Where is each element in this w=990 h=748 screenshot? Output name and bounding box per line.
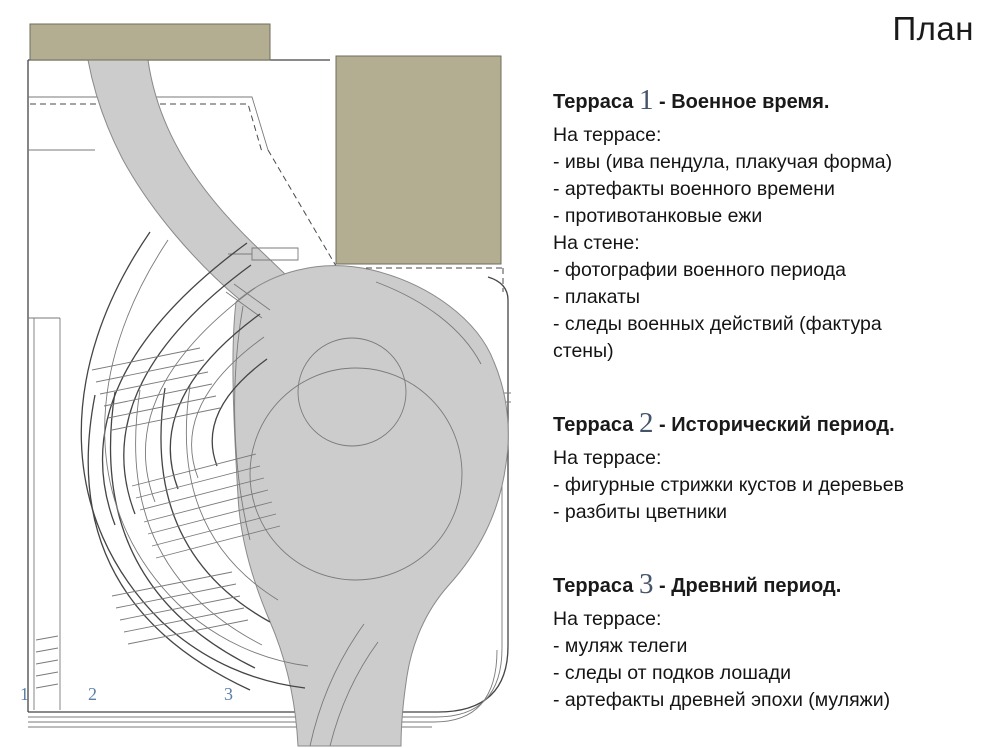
legend-line: На террасе: [553, 608, 662, 630]
plan-label-terrace-3: 3 [224, 684, 233, 704]
plan-hatch-lines [35, 347, 281, 689]
legend-section-terrace-3: Терраса 3 - Древний период. На террасе: … [553, 568, 961, 714]
plan-path-band [87, 59, 286, 301]
heading-number: 1 [638, 84, 654, 116]
legend-line: На террасе: [553, 124, 662, 146]
legend-line: - фигурные стрижки кустов и деревьев [553, 474, 904, 496]
legend-line: - фотографии военного периода [553, 259, 846, 281]
legend-line: - следы военных действий (фактура [553, 313, 882, 335]
plan-svg [27, 23, 511, 747]
heading-suffix: - Древний период. [659, 575, 842, 597]
heading-suffix: - Военное время. [659, 91, 830, 113]
legend-line: - муляж телеги [553, 635, 688, 657]
plan-blob-details [225, 247, 482, 747]
legend-line: На террасе: [553, 447, 662, 469]
section-heading-terrace-1: Терраса 1 - Военное время. [553, 84, 961, 117]
legend-line: - плакаты [553, 286, 641, 308]
heading-number: 3 [638, 568, 654, 600]
plan-terrace-blob [232, 265, 509, 747]
plan-building-right [335, 55, 502, 265]
section-heading-terrace-3: Терраса 3 - Древний период. [553, 568, 961, 601]
plan-label-terrace-1: 1 [20, 684, 29, 704]
heading-number: 2 [638, 407, 654, 439]
heading-prefix: Терраса [553, 575, 634, 597]
plan-building-top [29, 23, 271, 61]
legend-line: На стене: [553, 232, 640, 254]
heading-prefix: Терраса [553, 91, 634, 113]
plan-label-terrace-2: 2 [88, 684, 97, 704]
legend-line: стены) [553, 340, 614, 362]
section-heading-terrace-2: Терраса 2 - Исторический период. [553, 407, 961, 440]
legend-line: - артефакты военного времени [553, 178, 835, 200]
legend-line: - следы от подков лошади [553, 662, 791, 684]
legend-line: - противотанковые ежи [553, 205, 763, 227]
page-title: План [892, 10, 974, 47]
heading-prefix: Терраса [553, 414, 634, 436]
heading-suffix: - Исторический период. [659, 414, 895, 436]
legend-line: - ивы (ива пендула, плакучая форма) [553, 151, 893, 173]
legend-section-terrace-1: Терраса 1 - Военное время. На террасе: -… [553, 84, 961, 365]
plan-drawing: 1 2 3 [20, 23, 511, 747]
plan-garden-bands [80, 231, 309, 691]
legend-line: - разбиты цветники [553, 501, 728, 523]
legend-section-terrace-2: Терраса 2 - Исторический период. На терр… [553, 407, 961, 526]
legend-line: - артефакты древней эпохи (муляжи) [553, 689, 891, 711]
legend: Терраса 1 - Военное время. На террасе: -… [553, 84, 961, 714]
